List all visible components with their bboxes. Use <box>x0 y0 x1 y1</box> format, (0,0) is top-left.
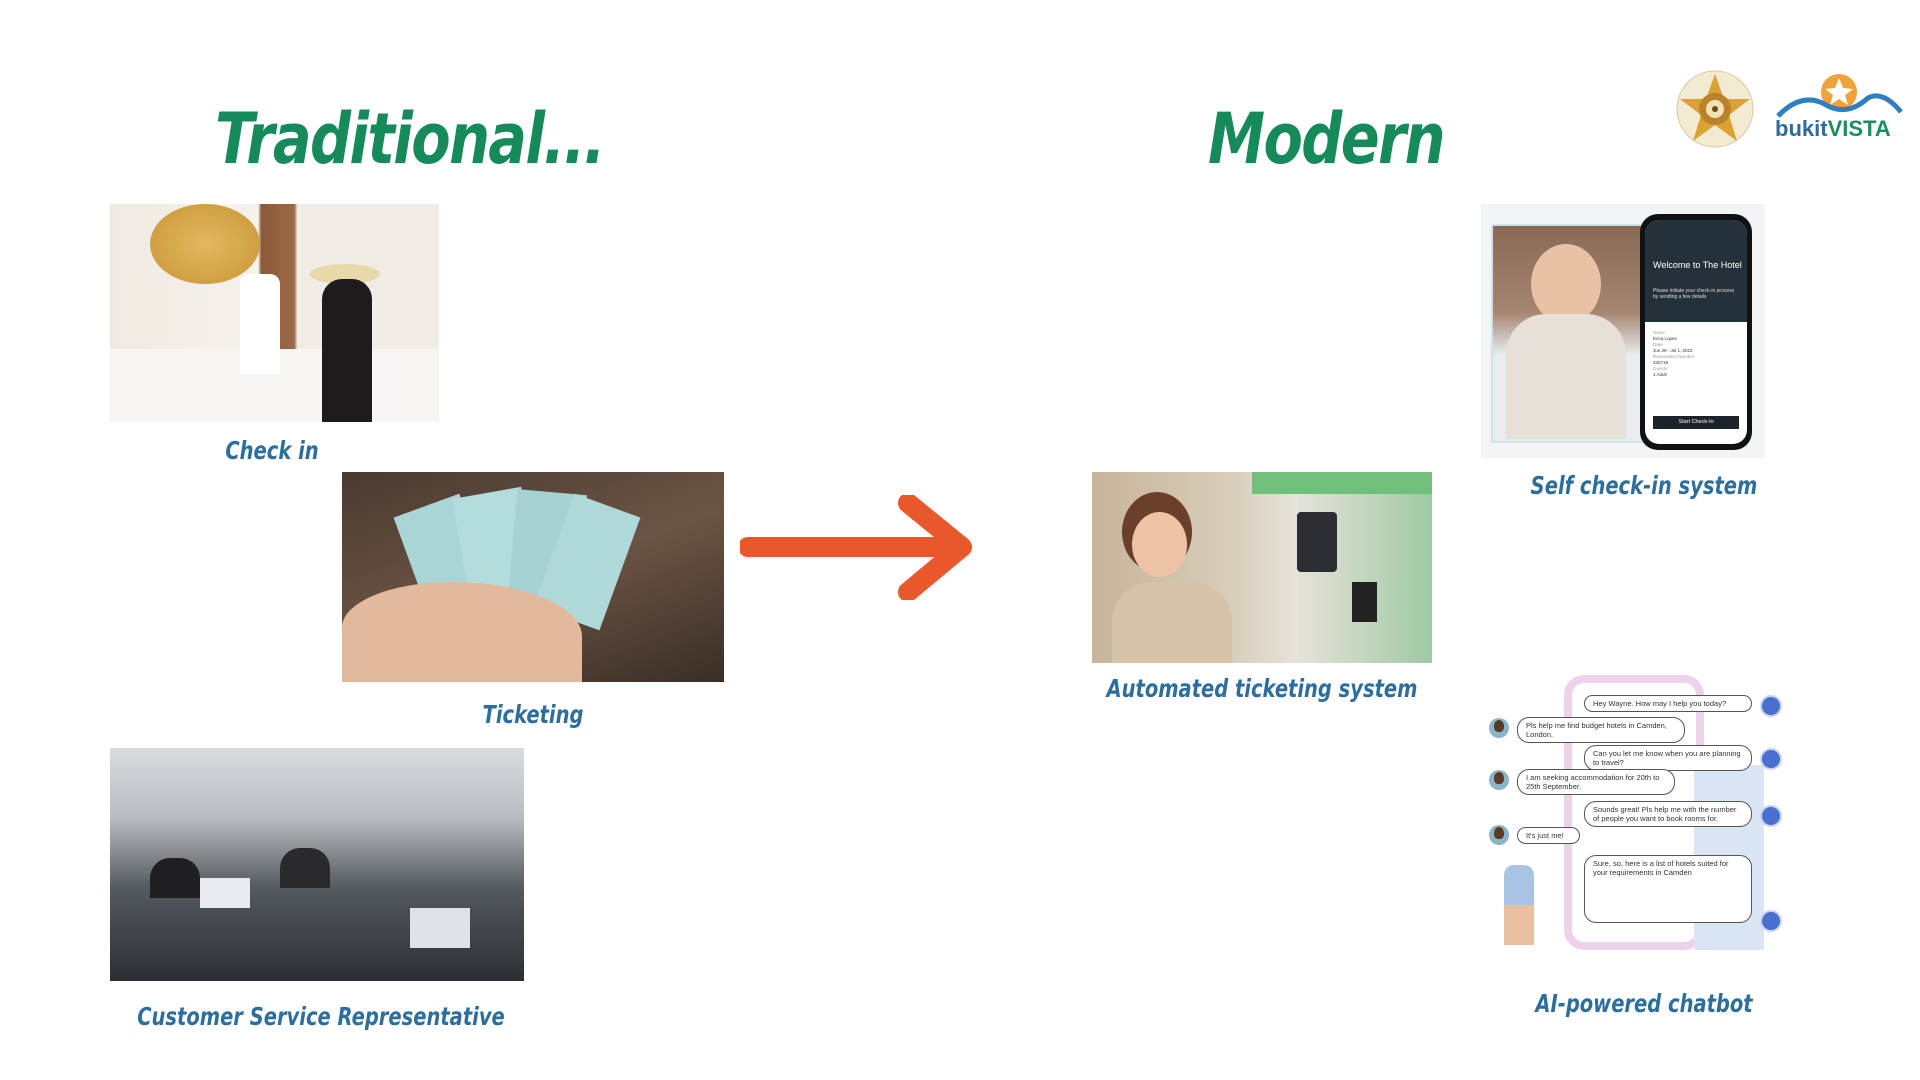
check-in-label: Check in <box>225 436 319 465</box>
chatbot-illustration: Hey Wayne. How may I help you today? Pls… <box>1484 675 1790 960</box>
self-check-in-image: Welcome to The Hotel Please initiate you… <box>1481 204 1765 458</box>
bot-avatar-icon <box>1760 805 1782 827</box>
field-label: Date <box>1653 342 1663 347</box>
phone-welcome-text: Welcome to The Hotel <box>1653 260 1742 270</box>
user-avatar-icon <box>1489 718 1509 738</box>
chat-message: It's just me! <box>1517 827 1580 844</box>
field-value: 325719 <box>1653 360 1669 365</box>
start-check-in-button[interactable]: Start Check-In <box>1653 416 1739 429</box>
university-seal-logo <box>1672 66 1758 152</box>
ticketing-label: Ticketing <box>482 700 584 729</box>
field-value: Jun 29 - Jul 1, 2023 <box>1653 348 1693 353</box>
field-value: 1 Adult <box>1653 372 1667 377</box>
bot-avatar-icon <box>1760 910 1782 932</box>
chat-message: Sounds great! Pls help me with the numbe… <box>1584 801 1752 827</box>
user-avatar-icon <box>1489 825 1509 845</box>
chat-message: Sure, so, here is a list of hotels suite… <box>1584 855 1752 923</box>
user-avatar-icon <box>1489 770 1509 790</box>
check-in-photo <box>110 204 439 422</box>
phone-subtitle: Please initiate your check-in process by… <box>1653 288 1735 300</box>
traveler-figure <box>1504 865 1534 945</box>
ticketing-photo <box>342 472 724 682</box>
bot-avatar-icon <box>1760 748 1782 770</box>
field-label: Reservation Number <box>1653 354 1695 359</box>
chat-message: Pls help me find budget hotels in Camden… <box>1517 717 1685 743</box>
arrow-right-icon <box>738 493 972 602</box>
traditional-heading: Traditional... <box>215 98 606 180</box>
chat-message: I am seeking accommodation for 20th to 2… <box>1517 769 1675 795</box>
bukitvista-logo: bukitVISTA <box>1773 70 1903 150</box>
automated-ticketing-label: Automated ticketing system <box>1106 674 1418 703</box>
chat-message: Can you let me know when you are plannin… <box>1584 745 1752 771</box>
automated-ticketing-photo <box>1092 472 1432 663</box>
customer-service-photo <box>110 748 524 981</box>
logo-text-bukit: bukit <box>1775 116 1828 141</box>
field-label: Name <box>1653 330 1666 335</box>
logo-text-vista: VISTA <box>1827 116 1891 141</box>
modern-heading: Modern <box>1208 98 1446 180</box>
chatbot-label: AI-powered chatbot <box>1535 989 1753 1018</box>
field-label: Guests <box>1653 366 1668 371</box>
bot-avatar-icon <box>1760 695 1782 717</box>
customer-service-label: Customer Service Representative <box>137 1002 505 1031</box>
chat-message: Hey Wayne. How may I help you today? <box>1584 695 1752 712</box>
field-value: Erica Lopes <box>1653 336 1677 341</box>
self-check-in-label: Self check-in system <box>1530 471 1758 500</box>
